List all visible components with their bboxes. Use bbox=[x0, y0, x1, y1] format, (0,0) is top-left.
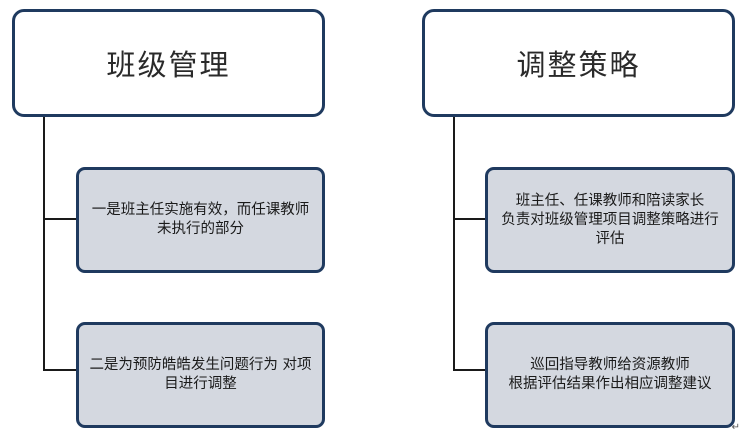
left-branch-line-1 bbox=[43, 218, 78, 220]
right-item-2-line-1: 巡回指导教师给资源教师 bbox=[530, 357, 690, 373]
left-item-1-line-1: 一是班主任实施有效，而任课教师 bbox=[91, 202, 310, 218]
adjustment-strategy-header: 调整策略 bbox=[422, 9, 735, 117]
right-item-2-line-2: 根据评估结果作出相应调整建议 bbox=[508, 376, 712, 392]
right-branch-line-1 bbox=[453, 218, 487, 220]
left-item-2-line-1: 二是为预防皓皓发生问题行为 对项 bbox=[89, 357, 312, 373]
right-item-2: 巡回指导教师给资源教师 根据评估结果作出相应调整建议 bbox=[485, 322, 735, 428]
right-item-1-line-2: 负责对班级管理项目调整策略进行 bbox=[501, 211, 719, 228]
class-management-header: 班级管理 bbox=[12, 9, 325, 117]
left-item-1: 一是班主任实施有效，而任课教师 未执行的部分 bbox=[76, 167, 325, 273]
class-management-title: 班级管理 bbox=[106, 48, 231, 82]
paragraph-mark: ↵ bbox=[731, 422, 740, 433]
right-item-1-line-3: 评估 bbox=[595, 230, 625, 247]
left-branch-line-2 bbox=[43, 369, 78, 371]
right-trunk-line bbox=[453, 116, 455, 370]
left-item-2: 二是为预防皓皓发生问题行为 对项 目进行调整 bbox=[76, 322, 325, 428]
left-item-2-line-2: 目进行调整 bbox=[164, 376, 237, 392]
left-item-1-line-2: 未执行的部分 bbox=[157, 221, 244, 237]
right-branch-line-2 bbox=[453, 369, 487, 371]
adjustment-strategy-title: 调整策略 bbox=[516, 48, 641, 82]
right-item-1-line-1: 班主任、任课教师和陪读家长 bbox=[515, 192, 705, 209]
left-trunk-line bbox=[43, 116, 45, 370]
right-item-1: 班主任、任课教师和陪读家长 负责对班级管理项目调整策略进行 评估 bbox=[485, 167, 735, 273]
